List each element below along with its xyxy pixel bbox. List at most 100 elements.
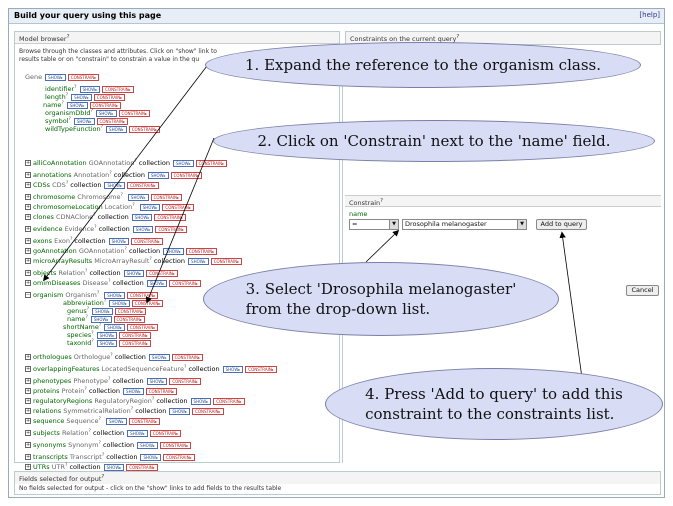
cancel-button[interactable]: Cancel bbox=[626, 285, 659, 296]
constrain-button[interactable]: CONSTRAIN▸ bbox=[150, 193, 183, 201]
reference-name[interactable]: omimDiseases bbox=[33, 279, 81, 288]
constrain-button[interactable]: CONSTRAIN▸ bbox=[127, 181, 159, 189]
reference-name[interactable]: relations bbox=[33, 407, 62, 416]
constrain-button[interactable]: CONSTRAIN▸ bbox=[171, 353, 204, 361]
show-button[interactable]: SHOW▸ bbox=[188, 257, 209, 265]
show-button[interactable]: SHOW▸ bbox=[147, 171, 169, 179]
constrain-button[interactable]: CONSTRAIN▸ bbox=[96, 117, 128, 125]
expand-icon[interactable]: + bbox=[25, 354, 31, 361]
expand-icon[interactable]: + bbox=[25, 270, 31, 277]
reference-name[interactable]: overlappingFeatures bbox=[33, 365, 100, 374]
expand-icon[interactable]: + bbox=[25, 454, 31, 461]
expand-icon[interactable]: + bbox=[25, 378, 31, 385]
reference-name[interactable]: chromosome bbox=[33, 193, 76, 202]
show-button[interactable]: SHOW▸ bbox=[163, 247, 184, 255]
constrain-button[interactable]: CONSTRAIN▸ bbox=[185, 247, 218, 255]
show-button[interactable]: SHOW▸ bbox=[139, 203, 161, 211]
expand-icon[interactable]: + bbox=[25, 214, 31, 221]
expand-icon[interactable]: + bbox=[25, 248, 31, 255]
constrain-button[interactable]: CONSTRAIN▸ bbox=[128, 125, 161, 133]
constrain-button[interactable]: CONSTRAIN▸ bbox=[114, 307, 147, 315]
reference-name[interactable]: exons bbox=[33, 237, 53, 246]
add-to-query-button[interactable]: Add to query bbox=[536, 219, 587, 230]
show-button[interactable]: SHOW▸ bbox=[103, 463, 125, 471]
reference-name[interactable]: proteins bbox=[33, 387, 60, 396]
constrain-button[interactable]: CONSTRAIN▸ bbox=[170, 171, 203, 179]
constrain-button[interactable]: CONSTRAIN▸ bbox=[93, 93, 126, 101]
constrain-button[interactable]: CONSTRAIN▸ bbox=[119, 331, 151, 339]
constrain-button[interactable]: CONSTRAIN▸ bbox=[169, 279, 201, 287]
constrain-button[interactable]: CONSTRAIN▸ bbox=[126, 463, 158, 471]
show-button[interactable]: SHOW▸ bbox=[90, 315, 112, 323]
show-button[interactable]: SHOW▸ bbox=[127, 429, 148, 437]
constrain-button[interactable]: CONSTRAIN▸ bbox=[102, 85, 134, 93]
reference-name[interactable]: objects bbox=[33, 269, 57, 278]
show-button[interactable]: SHOW▸ bbox=[131, 213, 153, 221]
operator-select[interactable]: =▼ bbox=[349, 219, 399, 230]
reference-name[interactable]: annotations bbox=[33, 171, 72, 180]
expand-icon[interactable]: + bbox=[25, 226, 31, 233]
reference-name[interactable]: subjects bbox=[33, 429, 60, 438]
show-button[interactable]: SHOW▸ bbox=[123, 269, 145, 277]
constrain-button[interactable]: CONSTRAIN▸ bbox=[163, 453, 195, 461]
show-button[interactable]: SHOW▸ bbox=[45, 73, 66, 81]
show-button[interactable]: SHOW▸ bbox=[169, 407, 191, 415]
show-button[interactable]: SHOW▸ bbox=[104, 291, 125, 299]
reference-name[interactable]: transcripts bbox=[33, 453, 68, 462]
show-button[interactable]: SHOW▸ bbox=[108, 237, 130, 245]
constrain-button[interactable]: CONSTRAIN▸ bbox=[145, 387, 178, 395]
reference-name[interactable]: microArrayResults bbox=[33, 257, 93, 266]
constrain-button[interactable]: CONSTRAIN▸ bbox=[213, 397, 245, 405]
expand-icon[interactable]: + bbox=[25, 418, 31, 425]
constrain-button[interactable]: CONSTRAIN▸ bbox=[195, 159, 228, 167]
show-button[interactable]: SHOW▸ bbox=[190, 397, 212, 405]
show-button[interactable]: SHOW▸ bbox=[96, 339, 118, 347]
expand-icon[interactable]: + bbox=[25, 464, 31, 471]
expand-icon[interactable]: + bbox=[25, 280, 31, 287]
constrain-button[interactable]: CONSTRAIN▸ bbox=[146, 269, 178, 277]
show-button[interactable]: SHOW▸ bbox=[146, 377, 168, 385]
show-button[interactable]: SHOW▸ bbox=[105, 417, 127, 425]
show-button[interactable]: SHOW▸ bbox=[104, 181, 126, 189]
reference-name[interactable]: UTRs bbox=[33, 463, 50, 472]
constrain-button[interactable]: CONSTRAIN▸ bbox=[67, 73, 100, 81]
constrain-button[interactable]: CONSTRAIN▸ bbox=[131, 237, 163, 245]
expand-icon[interactable]: + bbox=[25, 442, 31, 449]
show-button[interactable]: SHOW▸ bbox=[172, 159, 194, 167]
show-button[interactable]: SHOW▸ bbox=[109, 299, 130, 307]
show-button[interactable]: SHOW▸ bbox=[106, 125, 127, 133]
constrain-button[interactable]: CONSTRAIN▸ bbox=[126, 323, 159, 331]
show-button[interactable]: SHOW▸ bbox=[123, 387, 144, 395]
constrain-button[interactable]: CONSTRAIN▸ bbox=[154, 213, 186, 221]
constrain-button[interactable]: CONSTRAIN▸ bbox=[159, 441, 192, 449]
show-button[interactable]: SHOW▸ bbox=[146, 279, 168, 287]
reference-name[interactable]: chromosomeLocation bbox=[33, 203, 103, 212]
constrain-button[interactable]: CONSTRAIN▸ bbox=[192, 407, 224, 415]
expand-icon[interactable]: + bbox=[25, 172, 31, 179]
constrain-button[interactable]: CONSTRAIN▸ bbox=[210, 257, 243, 265]
show-button[interactable]: SHOW▸ bbox=[137, 441, 158, 449]
expand-icon[interactable]: + bbox=[25, 160, 31, 167]
constrain-button[interactable]: CONSTRAIN▸ bbox=[126, 291, 159, 299]
show-button[interactable]: SHOW▸ bbox=[95, 109, 117, 117]
value-select[interactable]: Drosophila melanogaster▼ bbox=[402, 219, 527, 230]
reference-name[interactable]: goAnnotation bbox=[33, 247, 77, 256]
help-link[interactable]: [help] bbox=[639, 11, 660, 19]
show-button[interactable]: SHOW▸ bbox=[96, 331, 118, 339]
expand-icon[interactable]: + bbox=[25, 182, 31, 189]
show-button[interactable]: SHOW▸ bbox=[132, 225, 154, 233]
show-button[interactable]: SHOW▸ bbox=[66, 101, 88, 109]
show-button[interactable]: SHOW▸ bbox=[71, 93, 92, 101]
reference-name[interactable]: phenotypes bbox=[33, 377, 72, 386]
constrain-button[interactable]: CONSTRAIN▸ bbox=[169, 377, 201, 385]
collapse-icon[interactable]: − bbox=[25, 292, 31, 299]
expand-icon[interactable]: + bbox=[25, 398, 31, 405]
expand-icon[interactable]: + bbox=[25, 430, 31, 437]
constrain-button[interactable]: CONSTRAIN▸ bbox=[155, 225, 187, 233]
constrain-button[interactable]: CONSTRAIN▸ bbox=[113, 315, 145, 323]
show-button[interactable]: SHOW▸ bbox=[148, 353, 170, 361]
show-button[interactable]: SHOW▸ bbox=[140, 453, 162, 461]
constrain-button[interactable]: CONSTRAIN▸ bbox=[118, 109, 150, 117]
expand-icon[interactable]: + bbox=[25, 204, 31, 211]
show-button[interactable]: SHOW▸ bbox=[222, 365, 244, 373]
